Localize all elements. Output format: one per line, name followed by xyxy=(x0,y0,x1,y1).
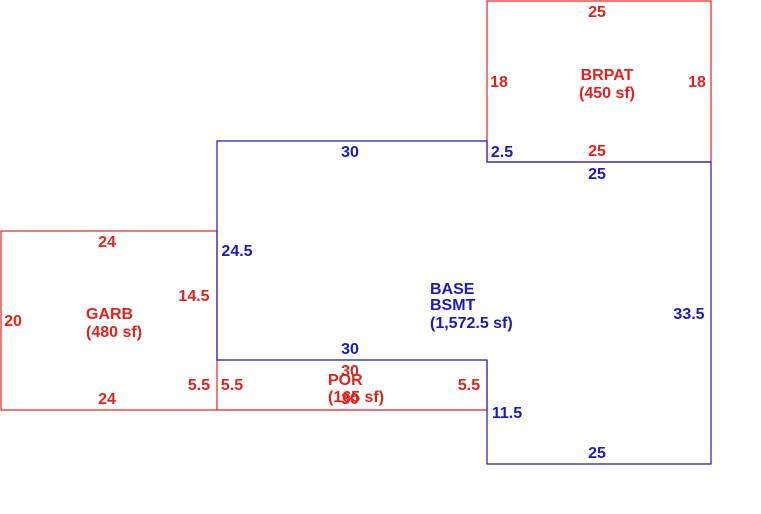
base-inner-top-dim: 30 xyxy=(341,341,359,358)
base-bottom-dim: 25 xyxy=(588,445,606,462)
garb-name: GARB xyxy=(86,306,133,323)
base-right-dim: 33.5 xyxy=(673,306,704,323)
garb-bottom-dim: 24 xyxy=(98,391,116,408)
brpat-bottom-dim: 25 xyxy=(588,143,606,160)
por-left-dim: 5.5 xyxy=(221,377,243,394)
base-name-line2: BSMT xyxy=(430,297,476,314)
base-step-dim: 11.5 xyxy=(492,405,522,422)
por-top-dim: 30 xyxy=(341,363,359,380)
garb-right-upper-dim: 14.5 xyxy=(178,288,209,305)
garb-top-dim: 24 xyxy=(98,234,116,251)
base-left-dim: 24.5 xyxy=(221,243,252,260)
brpat-left-dim: 18 xyxy=(490,74,508,91)
por-bottom-dim: 30 xyxy=(341,391,359,408)
base-outline xyxy=(216,140,712,465)
garb-area: (480 sf) xyxy=(86,324,142,341)
por-right-dim: 5.5 xyxy=(458,377,480,394)
brpat-name: BRPAT xyxy=(581,67,634,84)
base-offset-dim: 2.5 xyxy=(491,144,513,161)
brpat-top-dim: 25 xyxy=(588,4,606,21)
brpat-area: (450 sf) xyxy=(579,85,635,102)
base-upper-right-top-dim: 25 xyxy=(588,166,606,183)
garb-left-dim: 20 xyxy=(4,313,22,330)
base-area: (1,572.5 sf) xyxy=(430,315,513,332)
por-name: POR xyxy=(328,372,363,389)
base-name-line1: BASE xyxy=(430,281,475,298)
base-top-dim: 30 xyxy=(341,144,359,161)
garb-right-lower-dim: 5.5 xyxy=(188,377,210,394)
brpat-right-dim: 18 xyxy=(688,74,706,91)
por-area: (165 sf) xyxy=(328,389,384,406)
